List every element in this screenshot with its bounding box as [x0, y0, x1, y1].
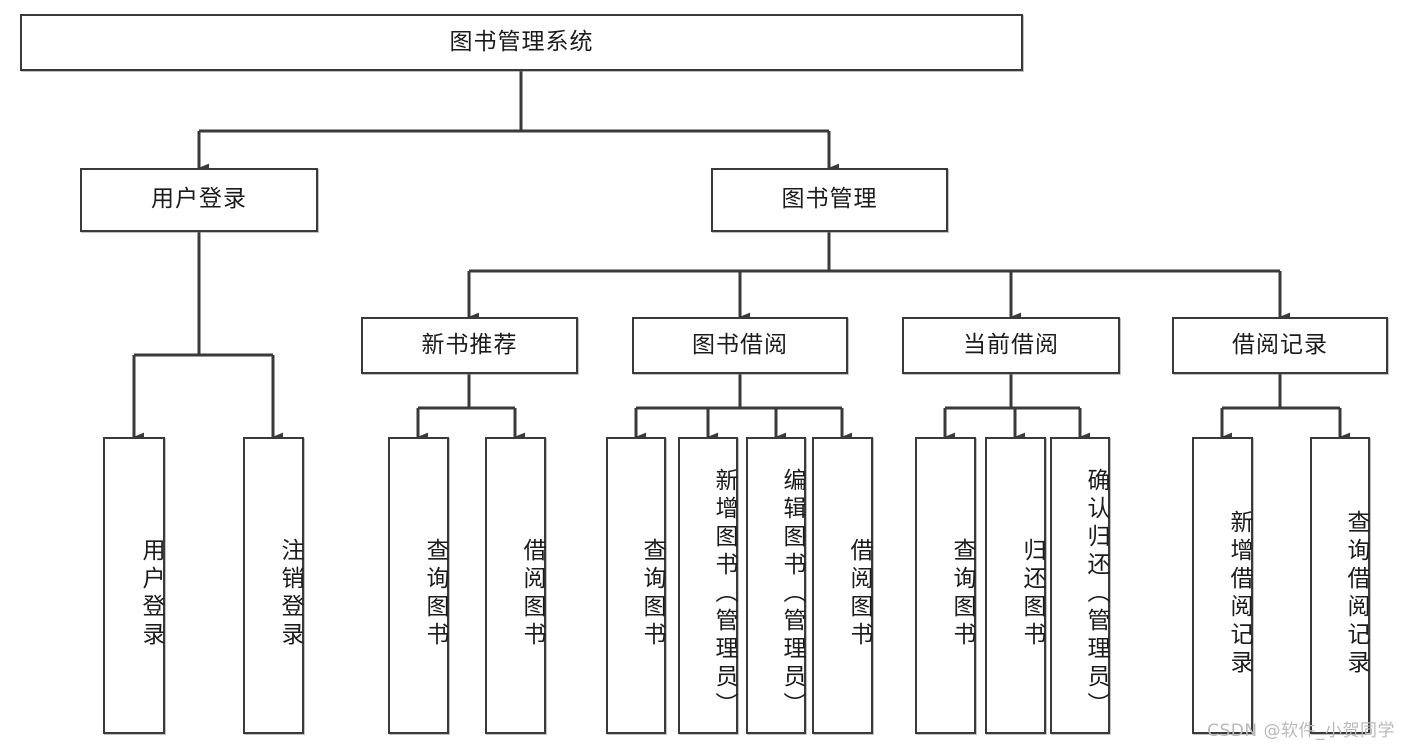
- node-label: 注销登录: [277, 537, 303, 650]
- node-label: 查询图书: [949, 537, 975, 650]
- leaf-node-leaf-confirm-return-admin[interactable]: 确认归还（管理员）: [1050, 437, 1110, 734]
- node-label: 当前借阅: [963, 331, 1059, 358]
- level2-node-book-borrow[interactable]: 图书借阅: [632, 317, 848, 374]
- node-label: 查询图书: [422, 537, 448, 650]
- node-label: 新书推荐: [421, 331, 518, 358]
- node-label: 查询图书: [639, 537, 665, 650]
- node-label: 图书管理系统: [449, 28, 594, 55]
- node-label: 查询借阅记录: [1343, 509, 1369, 678]
- leaf-node-leaf-query-book-borrow[interactable]: 查询图书: [606, 437, 666, 734]
- node-label: 新增借阅记录: [1226, 509, 1252, 678]
- leaf-node-leaf-query-book-new[interactable]: 查询图书: [388, 437, 449, 734]
- node-label: 用户登录: [138, 537, 164, 650]
- leaf-node-leaf-query-book-current[interactable]: 查询图书: [915, 437, 976, 734]
- node-label: 借阅图书: [519, 537, 545, 650]
- level1-node-user-login[interactable]: 用户登录: [80, 168, 318, 232]
- level2-node-new-book-recommend[interactable]: 新书推荐: [361, 317, 578, 374]
- leaf-node-leaf-borrow-book-new[interactable]: 借阅图书: [485, 437, 546, 734]
- level2-node-current-borrow[interactable]: 当前借阅: [902, 317, 1120, 374]
- leaf-node-leaf-add-book-admin[interactable]: 新增图书（管理员）: [678, 437, 738, 734]
- leaf-node-leaf-borrow-book[interactable]: 借阅图书: [812, 437, 873, 734]
- node-label: 新增图书（管理员）: [711, 467, 737, 720]
- leaf-node-leaf-query-borrow-record[interactable]: 查询借阅记录: [1310, 437, 1370, 734]
- level1-node-book-management[interactable]: 图书管理: [711, 168, 948, 232]
- node-label: 图书借阅: [692, 331, 788, 358]
- level2-node-borrow-record[interactable]: 借阅记录: [1172, 317, 1388, 374]
- leaf-node-leaf-return-book[interactable]: 归还图书: [985, 437, 1046, 734]
- leaf-node-leaf-logout[interactable]: 注销登录: [243, 437, 304, 734]
- node-label: 借阅记录: [1232, 331, 1328, 358]
- node-label: 用户登录: [151, 186, 247, 213]
- leaf-node-leaf-user-login[interactable]: 用户登录: [103, 437, 165, 734]
- node-label: 归还图书: [1019, 537, 1045, 650]
- node-label: 借阅图书: [846, 537, 872, 650]
- root-node-root[interactable]: 图书管理系统: [20, 14, 1023, 71]
- leaf-node-leaf-edit-book-admin[interactable]: 编辑图书（管理员）: [746, 437, 806, 734]
- node-label: 图书管理: [781, 186, 878, 213]
- csdn-watermark: CSDN @软件_小贺同学: [1207, 721, 1395, 741]
- node-label: 确认归还（管理员）: [1083, 467, 1109, 720]
- leaf-node-leaf-add-borrow-record[interactable]: 新增借阅记录: [1192, 437, 1253, 734]
- node-label: 编辑图书（管理员）: [779, 467, 805, 720]
